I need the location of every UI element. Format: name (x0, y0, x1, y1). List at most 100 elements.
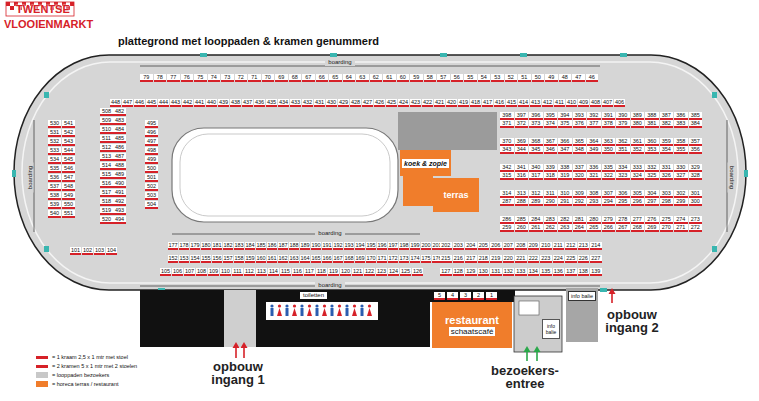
stall-number: 53 (491, 74, 504, 82)
stall-number: 227 (590, 255, 602, 263)
stall-number: 133 (515, 268, 527, 276)
entrance-hall (514, 296, 562, 352)
stall-number: 516 (100, 180, 113, 188)
stall-number: 58 (424, 74, 437, 82)
stall-number: 68 (289, 74, 302, 82)
stall-number: 157 (223, 255, 233, 263)
stall-number: 127 (440, 268, 452, 276)
entry-arrows (233, 288, 616, 358)
stall-number: 185 (256, 242, 266, 250)
stall-number: 261 (529, 224, 543, 232)
stall-number: 519 (100, 207, 113, 215)
stall-number: 71 (248, 74, 261, 82)
stall-number: 427 (362, 99, 373, 107)
stall-number: 203 (453, 242, 465, 250)
horeca-box: koek & zopie (400, 150, 451, 176)
building-wall (430, 290, 515, 302)
stall-number: 263 (558, 224, 572, 232)
stall-number: 407 (602, 99, 613, 107)
stall-number: 425 (386, 99, 397, 107)
stall-number: 497 (145, 138, 158, 146)
stall-number: 430 (326, 99, 337, 107)
stall-number: 429 (338, 99, 349, 107)
stall-number: 299 (674, 198, 688, 206)
stall-number: 184 (245, 242, 255, 250)
stall-number: 366 (558, 138, 572, 146)
stall-number: 52 (505, 74, 518, 82)
building-wall (140, 290, 430, 347)
stall-number: 312 (529, 190, 543, 198)
stall-number: 138 (578, 268, 590, 276)
stall-number: 486 (113, 144, 126, 152)
stall-number: 123 (376, 268, 387, 276)
stall-number: 360 (645, 138, 659, 146)
stall-number: 422 (422, 99, 433, 107)
stall-number: 441 (194, 99, 205, 107)
stall-number: 217 (465, 255, 477, 263)
stall-number: 159 (245, 255, 255, 263)
stall-number: 545 (62, 156, 75, 164)
legend-text: = 2 kramen 5 x 1 mtr met 2 stoelen (52, 363, 137, 370)
node-text: schaatscafé (449, 327, 496, 336)
stall-number: 326 (660, 172, 674, 180)
stall-number: 200 (421, 242, 431, 250)
grey-block (398, 112, 497, 150)
stall-number: 302 (674, 190, 688, 198)
stall-number: 64 (343, 74, 356, 82)
stall-number: 386 (674, 112, 688, 120)
stall-number: 541 (62, 120, 75, 128)
legend-text: = looppaden bezoekers (52, 372, 109, 379)
stall-number: 126 (412, 268, 423, 276)
stall-number: 4 (447, 292, 458, 300)
stall-number: 49 (545, 74, 558, 82)
stall-number: 264 (573, 224, 587, 232)
stall-number: 314 (500, 190, 514, 198)
stall-number: 178 (179, 242, 189, 250)
stall-number: 491 (113, 189, 126, 197)
stall-number: 551 (62, 210, 75, 218)
stall-number: 275 (660, 216, 674, 224)
stall-number: 357 (689, 138, 703, 146)
entrance-gate (224, 290, 256, 347)
stall-number: 392 (587, 112, 601, 120)
stall-number: 518 (100, 198, 113, 206)
stall-number: 398 (500, 112, 514, 120)
stall-number: 323 (616, 172, 630, 180)
stall-number: 198 (399, 242, 409, 250)
stall-number: 304 (645, 190, 659, 198)
stall-number: 67 (302, 74, 315, 82)
stall-number: 380 (631, 120, 645, 128)
stall-number: 335 (602, 164, 616, 172)
stall-number: 375 (558, 120, 572, 128)
stall-number: 190 (311, 242, 321, 250)
stall-number: 482 (113, 108, 126, 116)
stall-number: 46 (586, 74, 599, 82)
stall-number: 310 (558, 190, 572, 198)
stall-number: 502 (145, 183, 158, 191)
stall-number: 306 (616, 190, 630, 198)
stall-number: 484 (113, 126, 126, 134)
visitor-arrows (524, 346, 541, 361)
stall-number: 186 (267, 242, 277, 250)
stall-number: 320 (573, 172, 587, 180)
stall-number: 155 (201, 255, 211, 263)
stall-number: 488 (113, 162, 126, 170)
stall-number: 512 (100, 144, 113, 152)
stall-number: 489 (113, 171, 126, 179)
logo-text: VLOOIENMARKT (4, 18, 93, 30)
stall-number: 180 (201, 242, 211, 250)
stall-number: 307 (602, 190, 616, 198)
stall-number: 388 (645, 112, 659, 120)
stall-number: 520 (100, 216, 113, 224)
stall-number: 431 (314, 99, 325, 107)
stall-number: 192 (333, 242, 343, 250)
stall-number: 285 (515, 216, 529, 224)
stall-number: 206 (490, 242, 502, 250)
stall-number: 373 (529, 120, 543, 128)
stall-number: 172 (388, 255, 398, 263)
stall-number: 284 (529, 216, 543, 224)
stall-number: 281 (573, 216, 587, 224)
stall-number: 305 (631, 190, 645, 198)
stall-number: 131 (490, 268, 502, 276)
stall-number: 321 (587, 172, 601, 180)
